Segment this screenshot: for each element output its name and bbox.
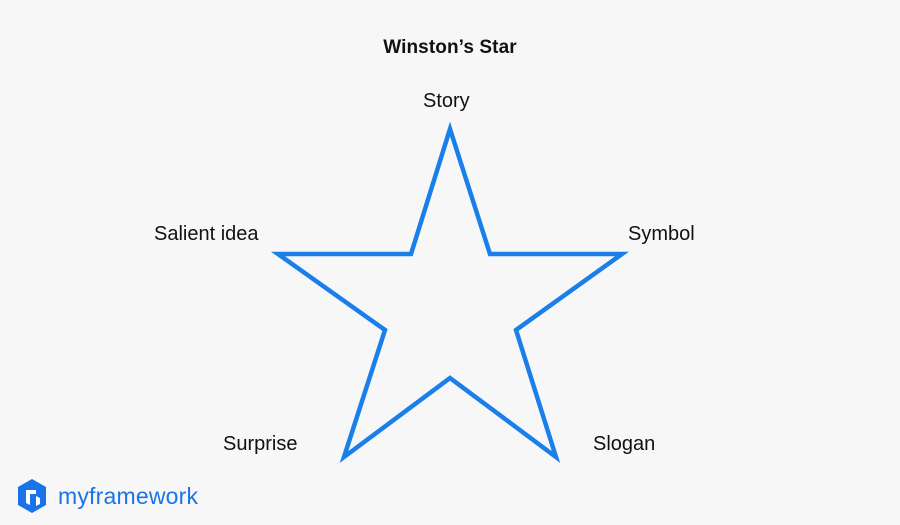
myframework-logo-icon <box>18 479 46 513</box>
point-label-surprise: Surprise <box>223 433 298 455</box>
brand-logo: myframework <box>16 478 198 514</box>
point-label-story: Story <box>423 90 470 112</box>
point-label-symbol: Symbol <box>628 223 695 245</box>
point-label-slogan: Slogan <box>593 433 656 455</box>
point-label-salient-idea: Salient idea <box>154 223 259 245</box>
diagram-title: Winston’s Star <box>383 37 517 58</box>
logo-text: myframework <box>58 483 199 509</box>
star-outline <box>270 121 629 464</box>
